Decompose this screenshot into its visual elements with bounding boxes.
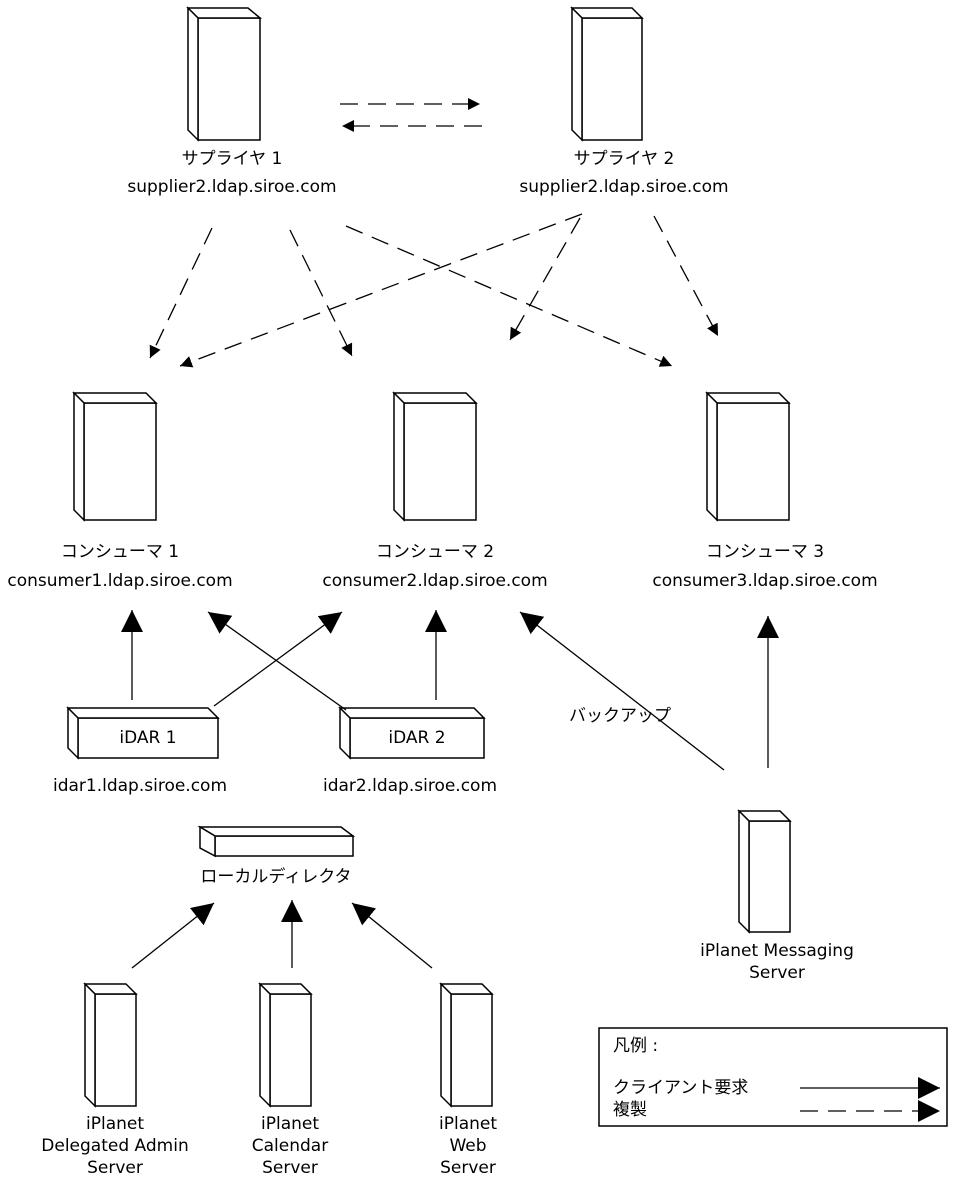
- idar-2-label: iDAR 2: [388, 728, 446, 748]
- backup-label: バックアップ: [569, 706, 671, 726]
- req-arrow-delegated-to-director: [131, 902, 215, 969]
- repl-arrow-s2-to-c3: [653, 215, 719, 337]
- legend-title: 凡例 :: [613, 1036, 659, 1056]
- repl-arrow-s1-to-c1: [149, 227, 213, 359]
- repl-arrow-s2-to-c1: [179, 213, 583, 368]
- supplier-1-host: supplier2.ldap.siroe.com: [127, 177, 337, 197]
- supplier-2-server-icon: [570, 6, 644, 142]
- repl-arrow-s2-to-c2: [509, 217, 581, 341]
- idar-1-label: iDAR 1: [119, 728, 177, 748]
- consumer-1-server-icon: [72, 391, 158, 522]
- req-arrow-web-to-director: [351, 902, 433, 969]
- calendar-server-icon: [258, 982, 313, 1108]
- local-director-label: ローカルディレクタ: [200, 867, 352, 887]
- consumer-2-host: consumer2.ldap.siroe.com: [322, 571, 548, 591]
- consumer-3-server-icon: [705, 391, 791, 522]
- req-arrow-idar2-to-c1: [207, 611, 347, 711]
- delegated-admin-server-icon: [83, 982, 138, 1108]
- supplier-1-name: サプライヤ 1: [181, 149, 283, 169]
- web-server-icon: [439, 982, 494, 1108]
- consumer-1-name: コンシューマ 1: [60, 542, 180, 562]
- calendar-server-label: iPlanet Calendar Server: [251, 1114, 329, 1178]
- consumer-3-name: コンシューマ 3: [705, 542, 825, 562]
- consumer-3-host: consumer3.ldap.siroe.com: [652, 571, 878, 591]
- repl-arrow-s1-to-c3: [345, 225, 673, 367]
- web-server-label: iPlanet Web Server: [438, 1114, 498, 1178]
- idar-1-host: idar1.ldap.siroe.com: [52, 776, 228, 796]
- supplier-1-server-icon: [186, 6, 263, 142]
- consumer-2-server-icon: [392, 391, 478, 522]
- supplier-2-name: サプライヤ 2: [573, 149, 675, 169]
- consumer-2-name: コンシューマ 2: [375, 542, 495, 562]
- legend-box: [598, 1027, 948, 1127]
- consumer-1-host: consumer1.ldap.siroe.com: [7, 571, 233, 591]
- legend-client-request: クライアント要求: [613, 1078, 749, 1098]
- delegated-admin-server-label: iPlanet Delegated Admin Server: [41, 1114, 189, 1178]
- idar-1-box: [66, 706, 220, 760]
- req-arrow-messaging-to-c2-backup: [519, 611, 725, 771]
- req-arrow-idar1-to-c2: [213, 611, 343, 707]
- messaging-server-icon: [737, 809, 792, 934]
- idar-2-host: idar2.ldap.siroe.com: [322, 776, 498, 796]
- legend-replication: 複製: [613, 1100, 647, 1120]
- messaging-server-label: iPlanet Messaging Server: [700, 941, 854, 983]
- supplier-2-host: supplier2.ldap.siroe.com: [519, 177, 729, 197]
- idar-2-box: [338, 706, 486, 760]
- local-director-icon: [197, 825, 356, 858]
- repl-arrow-s1-to-c2: [289, 229, 353, 357]
